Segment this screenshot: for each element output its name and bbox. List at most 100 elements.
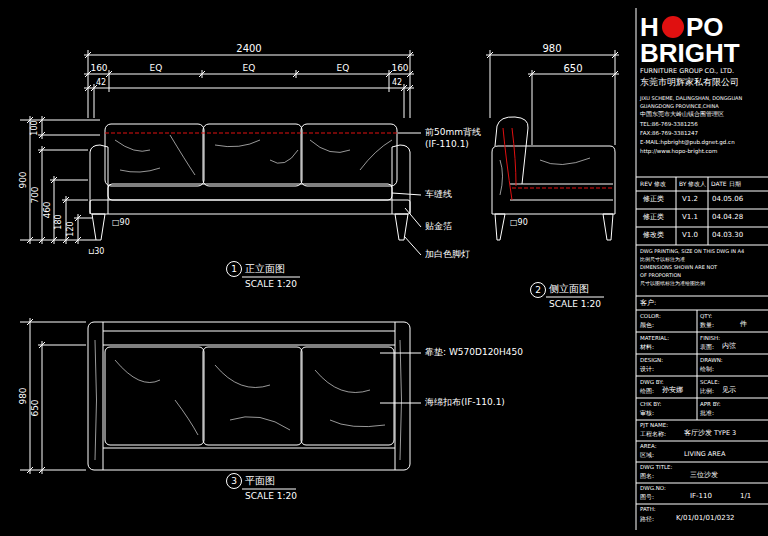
dimension-text: □90 [112, 219, 130, 227]
dimension-line [27, 319, 45, 473]
view-title: 平面图 [245, 476, 275, 486]
logo-dot [662, 16, 684, 38]
dimension-text: □90 [510, 219, 528, 227]
stitch-line [512, 188, 612, 189]
dimension-text: 42 [392, 79, 402, 87]
title-block-text: 件 [740, 321, 747, 328]
dimension-line [30, 318, 31, 474]
title-block-text: GUANGDONG PROVINCE,CHINA [640, 104, 719, 109]
dimension-text: EQ [243, 64, 256, 73]
title-block-text: 修改类 [643, 232, 664, 239]
sofa-front-elevation [395, 214, 408, 240]
title-block-grid [636, 483, 768, 484]
dimension-text: 460 [43, 201, 52, 218]
title-block-text: 审核: [640, 410, 654, 416]
title-block-text: 设计: [640, 366, 654, 372]
dimension-text: EQ [150, 64, 163, 73]
dimension-line [38, 150, 88, 151]
title-block-grid [636, 441, 768, 442]
title-block-text: 图名: [640, 473, 654, 479]
dimension-line [66, 196, 67, 244]
title-block-text: BY 修改人 [679, 181, 706, 187]
title-block-grid [636, 310, 768, 311]
title-block-text: REV 修改 [640, 181, 666, 187]
title-block-text: SCALE: [700, 380, 720, 386]
dimension-text: EQ [337, 64, 350, 73]
sofa-plan [105, 347, 204, 445]
callout-note: 车缝线 [425, 190, 452, 199]
dimension-line [27, 117, 81, 243]
view-callout-circle: 2 [530, 282, 546, 298]
title-block-grid [636, 398, 768, 399]
callout-note: 海绵扣布(IF-110.1) [425, 398, 505, 407]
title-block-text: MATERIAL: [640, 336, 669, 342]
title-block-text: DWG PRINTING, SIZE ON THIS DWG IN A4 [640, 249, 744, 254]
dimension-text: ⊔30 [88, 248, 104, 256]
dimension-line [42, 146, 43, 244]
callout-note: (IF-110.1) [425, 140, 469, 149]
title-block-text: V1.0 [682, 232, 698, 239]
leader-line [380, 133, 421, 403]
title-block-text: K/01/01/01/0232 [676, 515, 735, 522]
title-block-grid [676, 177, 677, 245]
title-block-text: 颜色: [640, 322, 654, 328]
title-block-text: 数量: [700, 322, 714, 328]
sofa-side-elevation [603, 214, 613, 240]
title-block-text: 批准: [700, 410, 714, 416]
dimension-text: 160 [391, 64, 408, 73]
dimension-line [50, 180, 88, 181]
dimension-text: 900 [19, 171, 28, 188]
dimension-line [490, 50, 491, 118]
stitch-line [105, 133, 397, 134]
leader-line [398, 133, 421, 134]
dimension-text: 650 [563, 64, 582, 74]
title-block-grid [636, 462, 768, 463]
title-block-text: 区域: [640, 452, 654, 458]
callout-note: 前50mm背线 [425, 128, 481, 137]
title-block-text: PJT NAME: [640, 423, 668, 429]
title-block-text: PATH: [640, 507, 656, 513]
title-block-text: JIXU SCHEME, DALINGSHAN, DONGGUAN [640, 96, 742, 101]
title-block-text: 04.04.28 [712, 214, 743, 221]
dimension-text: 980 [19, 387, 28, 404]
title-block-text: E-MAIL:hpbright@pub.dgnet.gd.cn [640, 140, 735, 146]
title-block-text: 1/1 [740, 493, 751, 500]
logo-text: H [640, 14, 659, 40]
logo-text: PO [686, 14, 724, 40]
dimension-text: 650 [31, 399, 40, 416]
dimension-text: 120 [67, 221, 75, 236]
dimension-line [615, 50, 616, 145]
leader-line [404, 236, 421, 255]
sofa-side-elevation [495, 214, 505, 240]
view-title: SCALE 1:20 [245, 280, 297, 289]
title-block-text: CHK BY: [640, 402, 661, 408]
title-block-text: 内弦 [722, 343, 736, 350]
sofa-plan [103, 331, 395, 332]
title-block-text: FINISH: [700, 336, 720, 342]
title-block-text: QTY: [700, 314, 712, 320]
title-block-text: V1.2 [682, 196, 698, 203]
view-title: SCALE 1:20 [245, 492, 297, 501]
title-block-text: COLOR: [640, 314, 661, 320]
dimension-line [84, 55, 414, 56]
sofa-plan [203, 347, 302, 445]
title-block-grid [636, 420, 768, 421]
title-block-text: 04.03.30 [712, 232, 743, 239]
dimension-line [20, 50, 619, 474]
title-block-text: 比例: [700, 388, 714, 394]
view-callout-circle: 3 [226, 473, 242, 489]
leader-line [380, 403, 421, 404]
leader-line [405, 208, 421, 227]
sofa-side-elevation [492, 117, 615, 240]
sofa-plan [88, 322, 410, 470]
dimension-line [85, 52, 413, 91]
sofa-plan [88, 322, 410, 470]
title-block-text: OF PROPORTION [640, 273, 681, 278]
sofa-side-elevation [510, 184, 613, 185]
dimension-line [84, 74, 414, 75]
sofa-plan [103, 448, 395, 449]
title-block-text: IF-110 [690, 493, 712, 500]
view-title: SCALE 1:20 [549, 300, 601, 309]
sofa-plan [103, 345, 395, 346]
sofa-side-elevation [510, 200, 613, 201]
